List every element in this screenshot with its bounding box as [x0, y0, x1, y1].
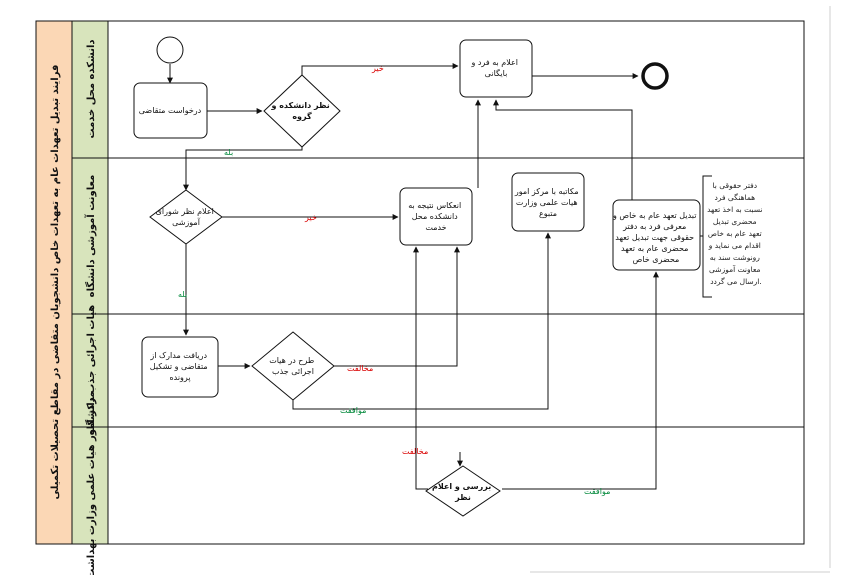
task-receive-line: متقاضی و تشکیل [150, 362, 208, 371]
task-reflect-result [399, 187, 473, 246]
svg-text:دریافت مدارک از متقاضی و ت: دریافت مدارک از متقاضی و تشکیل پرونده [149, 351, 210, 382]
task-receive-line: دریافت مدارک از [149, 351, 207, 360]
gateway-ministry-line: نظر [454, 493, 471, 502]
note-line: تعهد عام به خاص [708, 229, 762, 238]
note-line: محضری تبدیل [713, 217, 757, 226]
edge-label-no: خیر [371, 64, 384, 73]
note-line: رونوشت سند به [710, 253, 761, 262]
svg-text:طرح در هیات اجرائی جذب: طرح در هیات اجرائی جذب [269, 356, 317, 376]
task-request-line: درخواست متقاضی [139, 106, 202, 115]
task-convert-line: حقوقی جهت تبدیل تعهد [615, 233, 694, 242]
gateway-council-line: آموزشی [172, 217, 201, 227]
task-letter-line: متبوع [539, 209, 557, 218]
note-line: هماهنگی فرد [714, 193, 755, 202]
gateway-council-line: اعلام نظر شورای [156, 207, 214, 216]
lane-header-1 [71, 20, 109, 159]
svg-text:تبدیل تعهد عام به خاص و مع: تبدیل تعهد عام به خاص و معرفی فرد به دفت… [612, 211, 699, 264]
svg-text:مکاتبه با مرکز امور هیات ع: مکاتبه با مرکز امور هیات علمی وزارت متبو… [514, 187, 581, 218]
svg-text:اعلام نظر شورای آموزشی: اعلام نظر شورای آموزشی [156, 207, 217, 227]
note-line: ارسال می گردد. [710, 277, 762, 286]
task-announce-line: اعلام به فرد و [470, 58, 518, 67]
svg-text:نظر دانشکده و گروه: نظر دانشکده و گروه [270, 101, 332, 121]
task-announce-line: بایگانی [485, 68, 508, 78]
title-band [35, 20, 73, 545]
gateway-faculty-review [263, 74, 341, 148]
note-line: دفتر حقوقی با [713, 181, 758, 190]
svg-text:درخواست متقاضی: درخواست متقاضی [139, 106, 202, 115]
lane-header-4 [71, 426, 109, 545]
task-receive-docs [141, 336, 219, 398]
task-convert-line: محضری عام به تعهد [621, 244, 688, 253]
diagram-title: فرایند تبدیل تعهدات عام به تعهدات خاص دا… [50, 65, 61, 500]
lane-header-3 [71, 313, 109, 428]
svg-text:اعلام به فرد و بایگانی: اعلام به فرد و بایگانی [470, 58, 520, 78]
lane-label-4: مرکز امور هیات علمی وزارت بهداشت [86, 391, 97, 575]
note-line: معاونت آموزشی [709, 264, 761, 274]
gateway-faculty-line: گروه [292, 111, 312, 121]
task-convert-commitment [612, 199, 701, 271]
gateway-board-line: اجرائی جذب [272, 367, 314, 376]
svg-text:بررسی و اعلام نظر: بررسی و اعلام نظر [432, 482, 494, 502]
lane-label-1: دانشکده محل خدمت [86, 39, 97, 138]
task-reflect-line: خدمت [425, 223, 446, 232]
task-convert-line: معرفی فرد به دفتر [622, 222, 686, 231]
task-convert-line: تبدیل تعهد عام به خاص و [612, 211, 696, 220]
task-receive-line: پرونده [169, 373, 190, 382]
gateway-board-line: طرح در هیات [269, 356, 314, 365]
task-letter-line: مکاتبه با مرکز امور [514, 187, 579, 196]
gateway-ministry-review [425, 465, 501, 517]
end-event [641, 62, 669, 90]
task-reflect-line: انعکاس نتیجه به [408, 201, 461, 210]
task-request [133, 82, 208, 139]
task-convert-line: محضری خاص [633, 255, 680, 264]
gateway-ministry-line: بررسی و اعلام [432, 482, 491, 491]
gateway-education-council [149, 189, 223, 245]
edge-label-oppose: مخالفت [402, 447, 428, 456]
edge-label-yes: بله [178, 290, 187, 299]
edge-label-oppose: مخالفت [347, 364, 373, 373]
gateway-board-review [251, 331, 335, 401]
gateway-faculty-line: نظر دانشکده و [270, 101, 329, 110]
start-event [156, 36, 184, 64]
lane-header-2 [71, 157, 109, 315]
task-letter-center [511, 172, 585, 232]
edge-label-no: خیر [304, 213, 317, 222]
svg-text:انعکاس نتیجه به دانشکده مح: انعکاس نتیجه به دانشکده محل خدمت [408, 201, 464, 232]
edge-label-agree: موافقت [340, 406, 366, 415]
annotation-note: دفتر حقوقی با هماهنگی فرد نسبت به اخذ تع… [700, 175, 765, 298]
lane-label-2: معاونت آموزشی دانشگاه [84, 175, 97, 298]
edge-label-yes: بله [224, 148, 233, 157]
edge-label-agree: موافقت [584, 487, 610, 496]
svg-text:دفتر حقوقی با هماهنگی فر: دفتر حقوقی با هماهنگی فرد نسبت به اخذ تع… [707, 181, 765, 286]
task-announce [459, 39, 533, 98]
task-reflect-line: دانشکده محل [412, 212, 458, 221]
note-line: اقدام می نماید و [708, 241, 761, 250]
lane-label-3: هیات اجرائی جذب دانشگاه [84, 305, 97, 435]
task-letter-line: هیات علمی وزارت [516, 198, 578, 207]
note-line: نسبت به اخذ تعهد [707, 205, 762, 214]
